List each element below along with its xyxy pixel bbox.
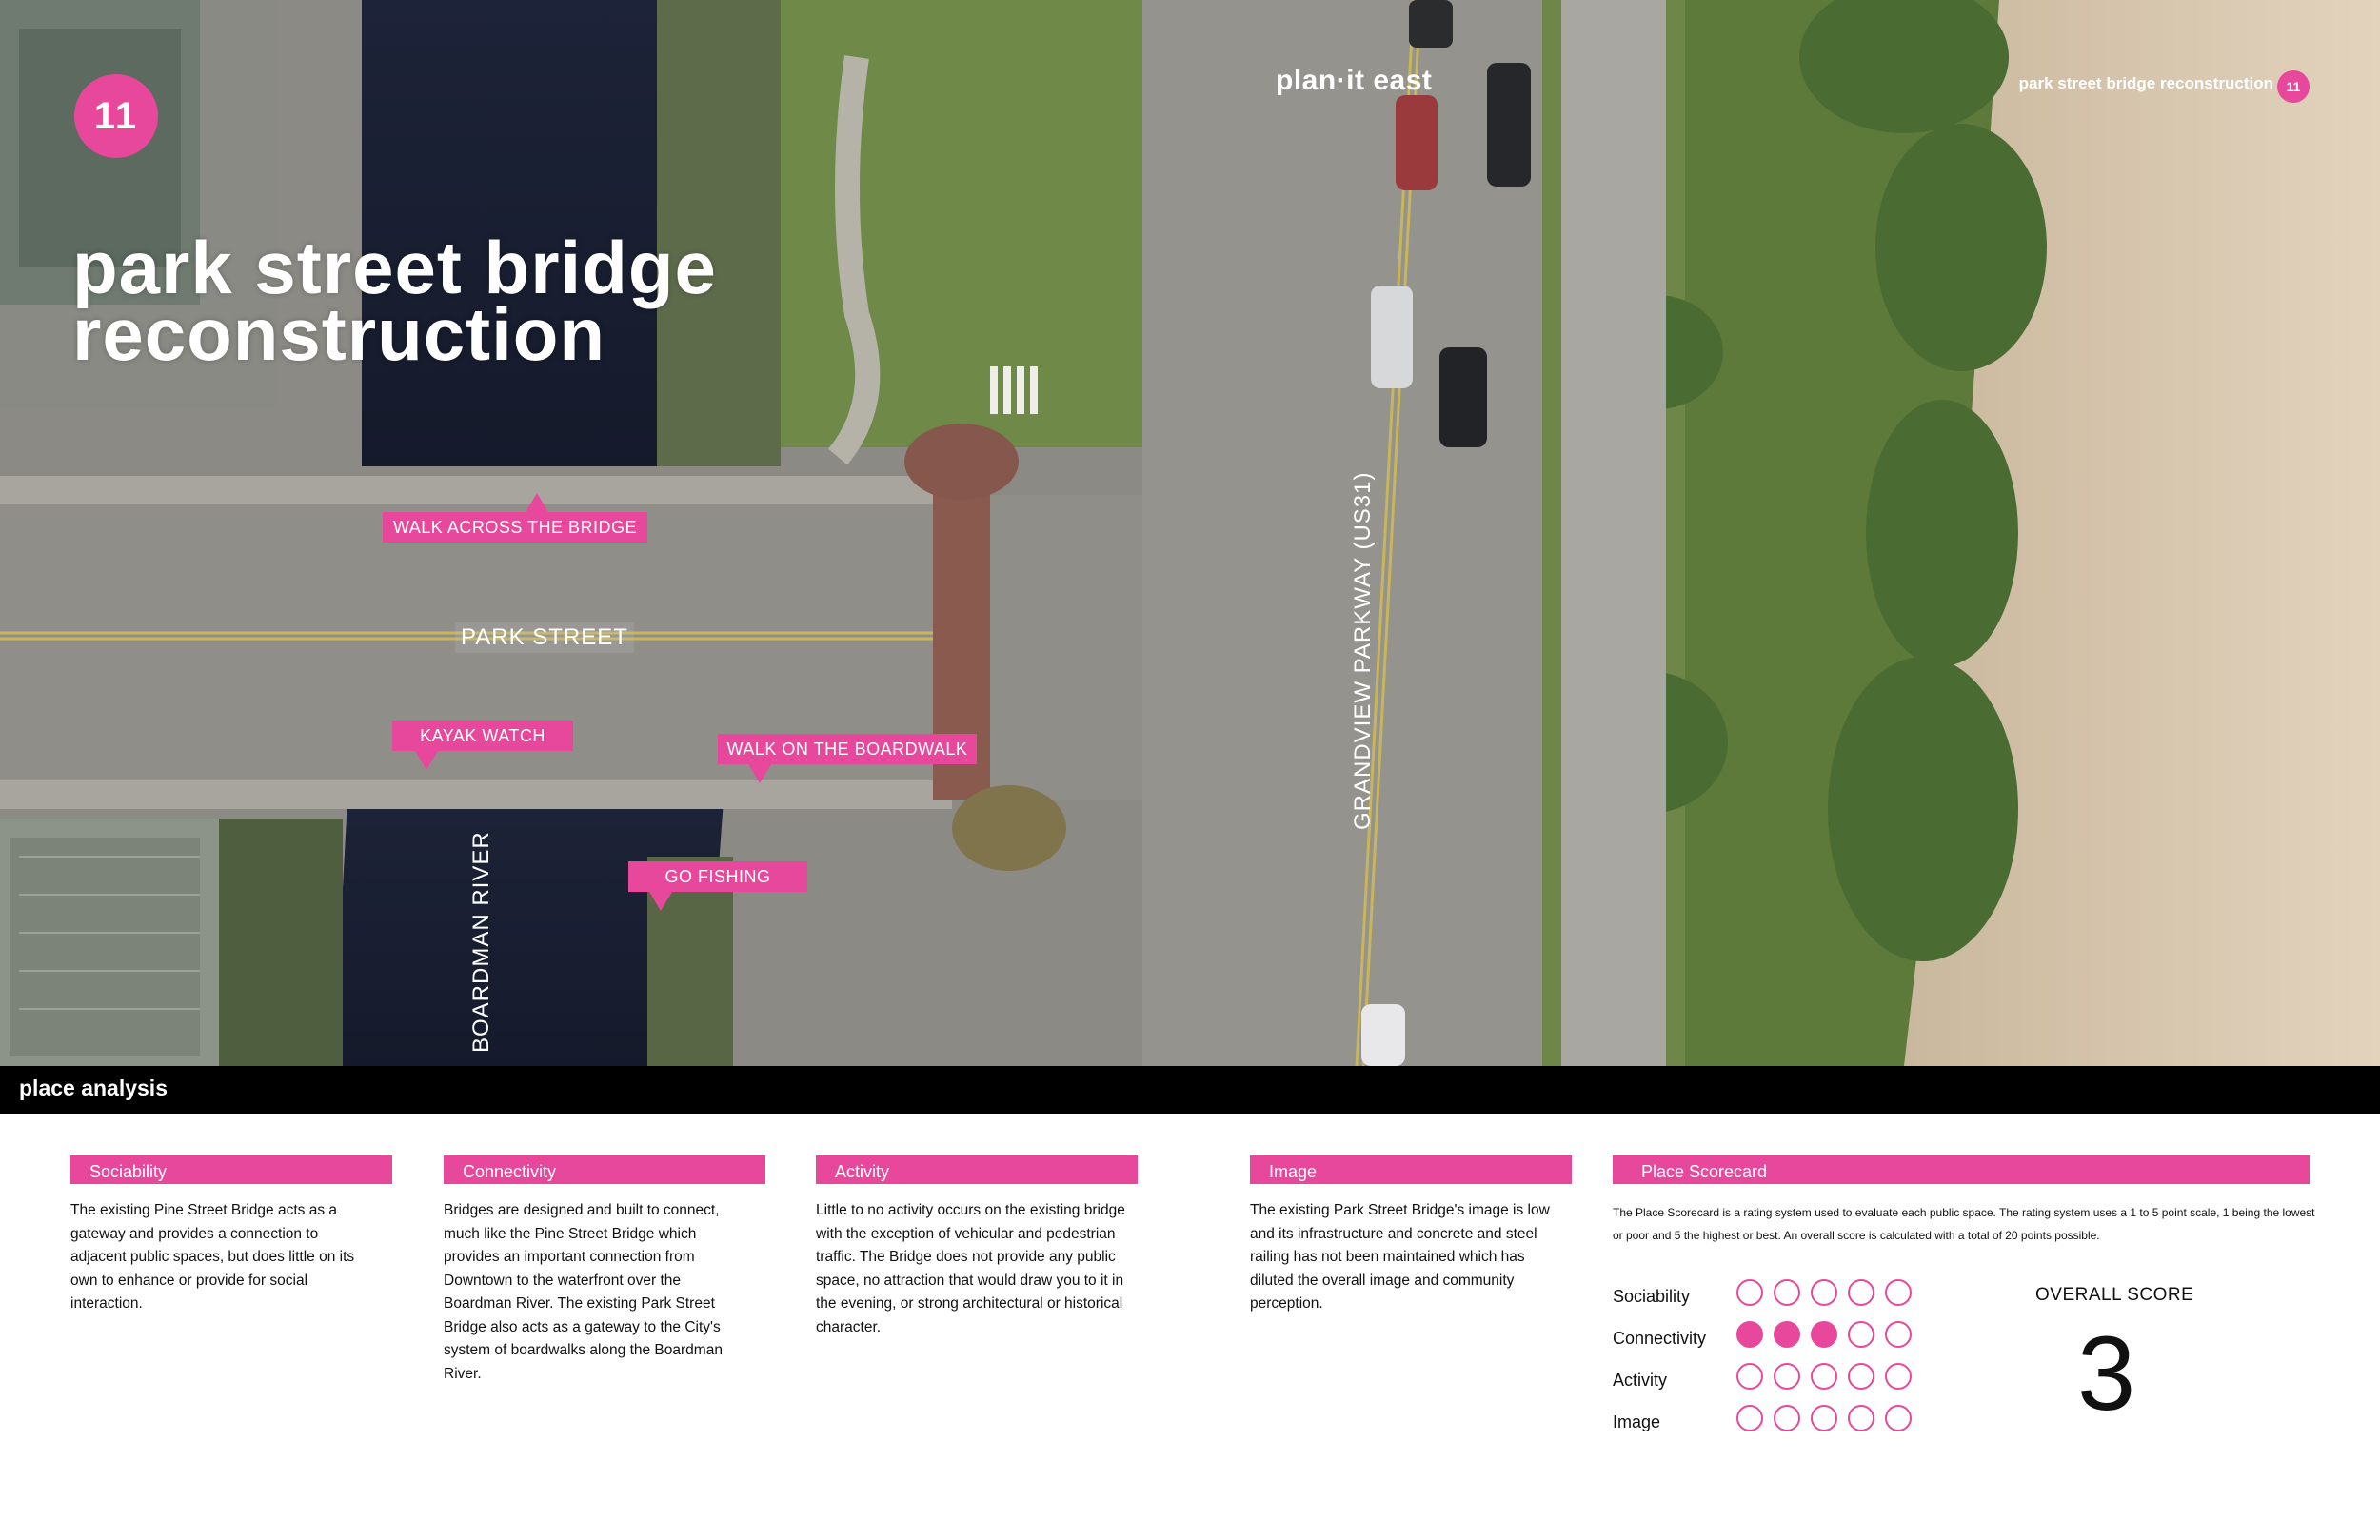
rating-dot-empty-icon bbox=[1774, 1279, 1800, 1306]
scorecard-row-label: Activity bbox=[1613, 1371, 1668, 1390]
rating-dot-empty-icon bbox=[1885, 1405, 1912, 1431]
rating-dot-empty-icon bbox=[1848, 1363, 1874, 1390]
column-text: Little to no activity occurs on the exis… bbox=[816, 1202, 1125, 1335]
brand-logo: plan·it east bbox=[1276, 65, 1433, 96]
scorecard-row-label: Connectivity bbox=[1613, 1329, 1707, 1348]
rating-dot-filled-icon bbox=[1811, 1321, 1837, 1348]
column-heading: Connectivity bbox=[444, 1155, 765, 1184]
column-heading: Image bbox=[1250, 1155, 1572, 1184]
rating-dot-empty-icon bbox=[1811, 1363, 1837, 1390]
aerial-map: 11 plan·it east park street bridge recon… bbox=[0, 0, 2380, 1066]
scorecard-heading: Place Scorecard bbox=[1613, 1155, 2310, 1184]
page-title-line1: park street bridge bbox=[72, 226, 717, 309]
overall-score-label: OVERALL SCORE bbox=[2035, 1285, 2194, 1305]
column-image: Image The existing Park Street Bridge's … bbox=[1250, 1155, 1572, 1316]
rating-dot-empty-icon bbox=[1811, 1279, 1837, 1306]
rating-dot-empty-icon bbox=[1736, 1405, 1763, 1431]
column-activity: Activity Little to no activity occurs on… bbox=[816, 1155, 1138, 1339]
page-title: park street bridge reconstruction bbox=[72, 226, 717, 376]
rating-dot-empty-icon bbox=[1885, 1279, 1912, 1306]
section-band-title: place analysis bbox=[19, 1076, 168, 1100]
column-connectivity: Connectivity Bridges are designed and bu… bbox=[444, 1155, 765, 1386]
label-grandview-parkway: GRANDVIEW PARKWAY (US31) bbox=[1350, 471, 1376, 831]
scorecard-description: The Place Scorecard is a rating system u… bbox=[1613, 1206, 2315, 1242]
rating-dot-empty-icon bbox=[1848, 1321, 1874, 1348]
rating-dot-empty-icon bbox=[1736, 1363, 1763, 1390]
tag-pointer-icon bbox=[649, 892, 672, 911]
page-title-line2: reconstruction bbox=[72, 292, 606, 376]
rating-dot-empty-icon bbox=[1885, 1321, 1912, 1348]
header-page-number: 11 bbox=[2277, 70, 2310, 103]
scorecard-row-label: Image bbox=[1613, 1412, 1661, 1431]
rating-dot-empty-icon bbox=[1848, 1405, 1874, 1431]
scorecard-rating bbox=[1736, 1279, 1912, 1306]
rating-dot-empty-icon bbox=[1774, 1405, 1800, 1431]
tag-pointer-icon bbox=[526, 493, 548, 512]
label-boardman-river: BOARDMAN RIVER bbox=[468, 831, 494, 1053]
column-text: The existing Park Street Bridge's image … bbox=[1250, 1202, 1550, 1312]
header-section-title: park street bridge reconstruction bbox=[2018, 74, 2273, 92]
rating-dot-empty-icon bbox=[1848, 1279, 1874, 1306]
column-text: The existing Pine Street Bridge acts as … bbox=[70, 1202, 355, 1312]
column-heading: Sociability bbox=[70, 1155, 392, 1184]
rating-dot-empty-icon bbox=[1885, 1363, 1912, 1390]
tag-walk-on-boardwalk: WALK ON THE BOARDWALK bbox=[718, 734, 977, 783]
column-sociability: Sociability The existing Pine Street Bri… bbox=[70, 1155, 392, 1316]
column-text: Bridges are designed and built to connec… bbox=[444, 1202, 723, 1382]
tag-walk-across-bridge: WALK ACROSS THE BRIDGE bbox=[383, 493, 647, 543]
scorecard-rating bbox=[1736, 1363, 1912, 1390]
rating-dot-filled-icon bbox=[1774, 1321, 1800, 1348]
tag-kayak-watch: KAYAK WATCH bbox=[392, 721, 573, 770]
overall-score-value: 3 bbox=[2077, 1315, 2136, 1432]
page-number-badge: 11 bbox=[74, 74, 158, 158]
column-heading: Activity bbox=[816, 1155, 1138, 1184]
rating-dot-empty-icon bbox=[1811, 1405, 1837, 1431]
place-scorecard: Place Scorecard The Place Scorecard is a… bbox=[1613, 1155, 2315, 1460]
scorecard-rating bbox=[1736, 1405, 1912, 1431]
scorecard-rating bbox=[1736, 1321, 1912, 1348]
rating-dot-filled-icon bbox=[1736, 1321, 1763, 1348]
aerial-photo bbox=[0, 0, 2380, 1066]
tag-pointer-icon bbox=[415, 751, 438, 770]
section-band: place analysis bbox=[0, 1066, 2380, 1114]
label-park-street: PARK STREET bbox=[455, 622, 634, 653]
rating-dot-empty-icon bbox=[1736, 1279, 1763, 1306]
tag-go-fishing: GO FISHING bbox=[628, 861, 807, 911]
tag-pointer-icon bbox=[748, 764, 771, 783]
rating-dot-empty-icon bbox=[1774, 1363, 1800, 1390]
scorecard-row-label: Sociability bbox=[1613, 1287, 1691, 1306]
